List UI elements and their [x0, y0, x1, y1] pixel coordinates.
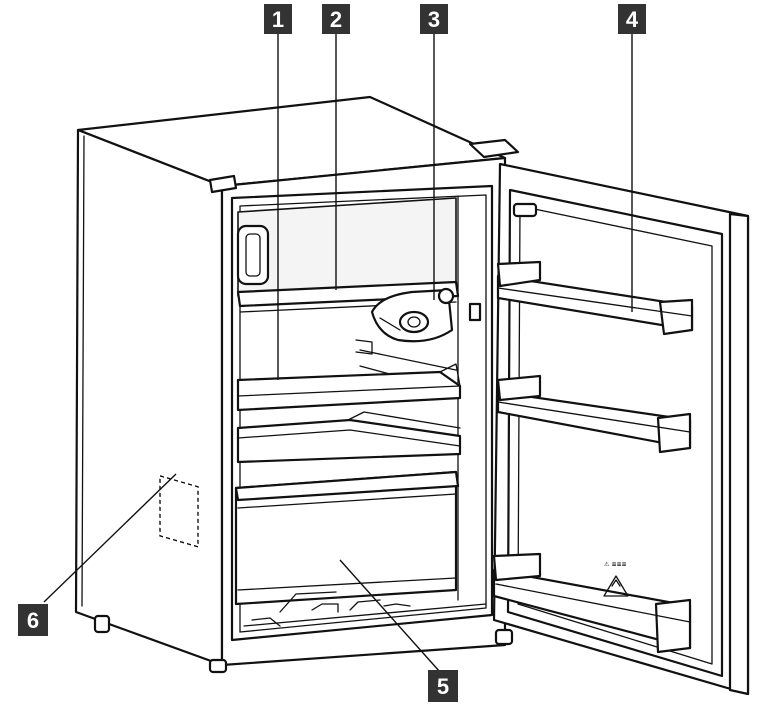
recycle-icon: ⚠ ≡≡≡	[603, 561, 629, 597]
door: ⚠ ≡≡≡	[492, 162, 750, 696]
callout-4: 4	[618, 4, 646, 34]
callout-3: 3	[420, 4, 448, 34]
callout-2-label: 2	[330, 7, 342, 32]
door-shelf-bottom	[492, 552, 692, 654]
callout-1: 1	[264, 4, 292, 34]
interior	[230, 184, 494, 642]
thermostat	[370, 287, 455, 343]
crisper-drawer	[234, 470, 487, 627]
callout-1-label: 1	[272, 7, 284, 32]
callout-5: 5	[428, 670, 458, 702]
foot-right	[494, 628, 514, 646]
door-shelf-middle	[496, 374, 692, 454]
freezer-compartment	[237, 197, 457, 297]
callout-3-label: 3	[428, 7, 440, 32]
shelf-lower	[236, 418, 462, 464]
door-edge	[728, 212, 750, 696]
light-switch	[468, 302, 482, 322]
callout-6: 6	[18, 604, 48, 636]
freezer-handle	[236, 224, 270, 286]
foot-left	[93, 614, 111, 634]
foot-front	[208, 658, 228, 674]
top-hinge-right	[468, 138, 520, 159]
door-shelf-upper	[496, 260, 694, 336]
freezer-door-lip	[236, 280, 460, 308]
callout-5-label: 5	[437, 674, 449, 699]
svg-text:⚠ ≡≡≡: ⚠ ≡≡≡	[604, 561, 627, 568]
cabinet-side	[74, 128, 224, 667]
callout-6-label: 6	[27, 608, 39, 633]
top-hinge-left	[208, 174, 238, 194]
callout-4-label: 4	[626, 7, 639, 32]
callout-2: 2	[322, 4, 350, 34]
leader-lines	[43, 32, 633, 673]
